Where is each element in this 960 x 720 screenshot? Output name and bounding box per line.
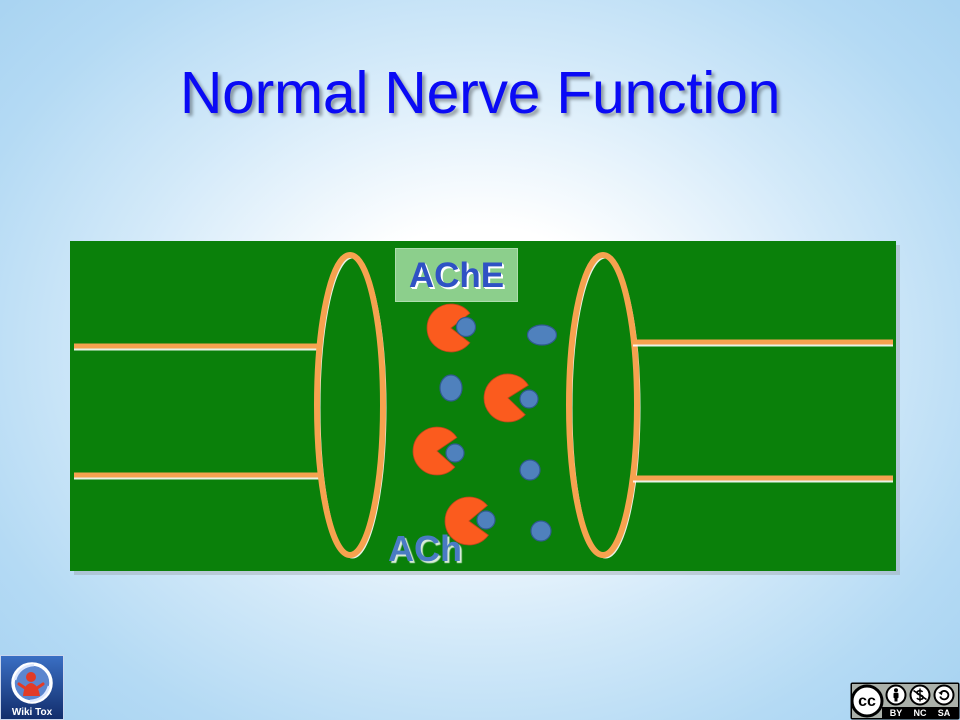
free-ach-molecule: [439, 374, 463, 402]
enzyme-label: AChE: [408, 255, 505, 295]
ache-enzyme: [444, 496, 489, 546]
cc-license-badge: cc BY NC SA: [850, 682, 960, 720]
wiki-tox-logo-icon: [0, 655, 64, 720]
slide-title: Normal Nerve Function: [179, 60, 781, 126]
by-person-icon: [885, 684, 907, 706]
free-ach-molecule: [526, 324, 558, 346]
cc-icon: cc: [850, 684, 884, 718]
free-ach-molecule: [530, 520, 552, 542]
bound-ach-molecule: [445, 443, 465, 463]
bound-ach-molecule: [519, 389, 539, 409]
bound-ach-molecule: [455, 316, 477, 338]
cc-mark: cc: [858, 693, 876, 710]
license-term-by: BY: [890, 708, 903, 718]
non-commercial-icon: [909, 684, 931, 706]
ache-enzyme: [412, 426, 458, 476]
logo-text: Wiki Tox: [11, 707, 53, 718]
postsynaptic-terminal: [566, 252, 641, 559]
terminal-membrane: [566, 252, 640, 558]
neurotransmitter-label: ACh: [388, 528, 462, 569]
presynaptic-axon: [74, 343, 321, 480]
license-term-nc: NC: [914, 708, 927, 718]
ache-enzyme: [426, 303, 471, 353]
synaptic-cleft: [412, 303, 558, 546]
terminal-membrane: [314, 252, 386, 558]
person-figure-icon: [17, 672, 45, 696]
ache-enzyme: [483, 373, 529, 423]
bound-ach-molecule: [476, 510, 496, 530]
wiki-tox-logo: Wiki Tox: [0, 655, 64, 720]
postsynaptic-axon: [633, 339, 893, 483]
share-alike-icon: [933, 684, 955, 706]
enzyme-label-box: AChE: [395, 248, 518, 302]
license-terms-bar: [882, 707, 958, 718]
swirl-emblem-icon: [11, 662, 53, 704]
presynaptic-terminal: [314, 252, 387, 559]
license-term-sa: SA: [938, 708, 951, 718]
free-ach-molecule: [519, 459, 541, 481]
